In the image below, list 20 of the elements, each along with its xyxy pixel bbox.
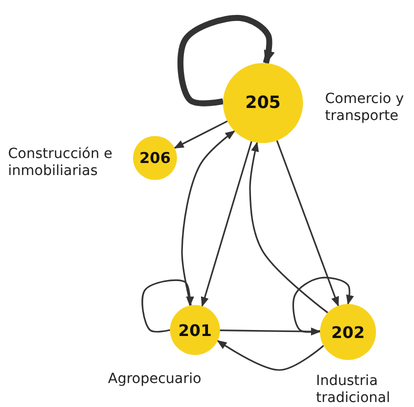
arrow bbox=[177, 14, 275, 106]
arrow bbox=[276, 140, 339, 307]
arrow bbox=[174, 120, 228, 149]
arrow bbox=[216, 340, 324, 371]
node-label: Construcción e inmobiliarias bbox=[8, 146, 114, 180]
node-circle bbox=[170, 305, 220, 355]
arrow bbox=[181, 130, 236, 306]
arrow bbox=[292, 276, 354, 333]
node-label: Agropecuario bbox=[108, 371, 202, 388]
node-number: 206 bbox=[139, 149, 171, 167]
arrow bbox=[142, 279, 194, 332]
arrow bbox=[249, 142, 328, 314]
node-circle bbox=[133, 136, 177, 180]
node-label: Industria tradicional bbox=[316, 373, 392, 407]
node-number: 202 bbox=[331, 322, 365, 342]
node-number: 201 bbox=[178, 320, 212, 340]
arrow bbox=[200, 141, 252, 307]
arrow bbox=[220, 328, 321, 336]
node-number: 205 bbox=[245, 93, 281, 113]
node-label: Comercio y transporte bbox=[325, 91, 405, 125]
